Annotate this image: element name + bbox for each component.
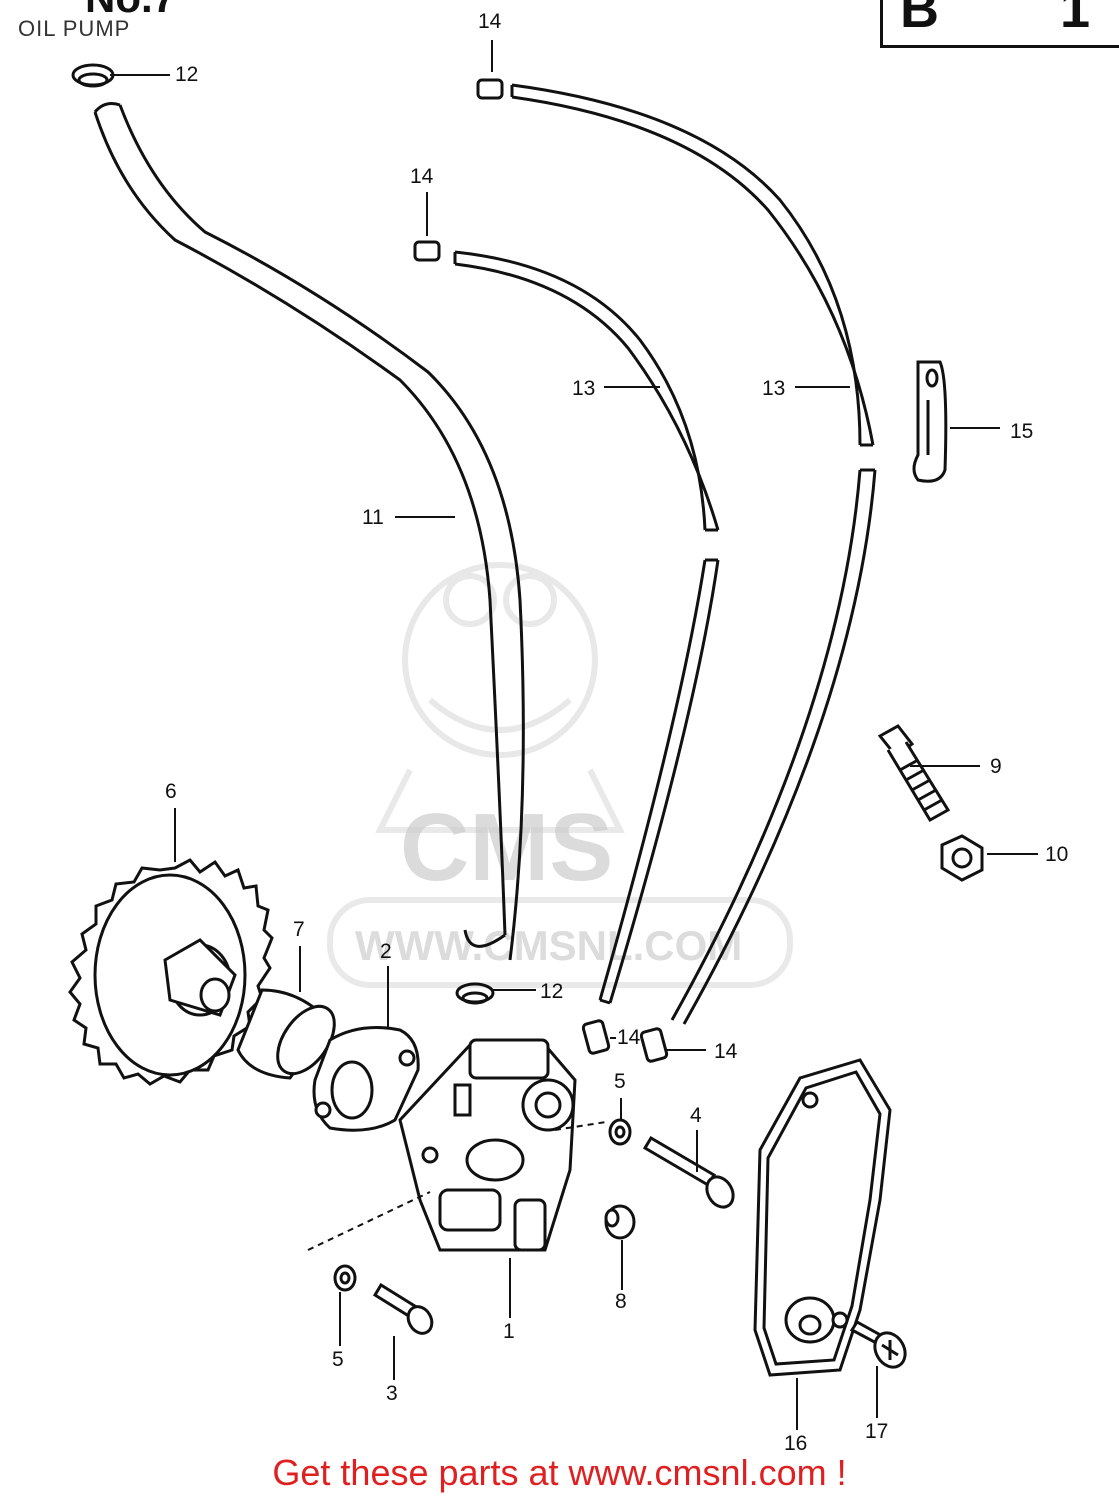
callout-14-top: 14 [478,10,502,33]
footer-promo-text[interactable]: Get these parts at www.cmsnl.com ! [272,1452,847,1493]
plug-8 [604,1204,636,1240]
corner-index-number: 1 [1060,0,1091,39]
callout-14-lower-left: 14 [617,1026,641,1049]
page-title: OIL PUMP [18,16,131,41]
cap-14-top [476,78,504,100]
callout-1: 1 [503,1320,515,1343]
clamp-12-top [71,63,115,88]
callout-14-lower-right: 14 [714,1040,738,1063]
callout-9: 9 [990,755,1002,778]
callout-11: 11 [362,506,384,529]
corner-index-box [880,0,1119,48]
gasket-2 [312,1026,420,1132]
corner-index-letter: B [900,0,939,39]
watermark-url: WWW.CMSNL.COM [355,922,742,969]
screw-3 [372,1282,434,1335]
bolt-9 [877,724,951,823]
hose-11 [93,102,525,961]
callout-15: 15 [1010,420,1034,443]
callout-5-left: 5 [332,1348,344,1371]
screw-17 [849,1319,907,1369]
callout-13-right: 13 [762,377,786,400]
washer-5-left [333,1264,357,1292]
callout-2: 2 [380,940,392,963]
nut-10 [940,834,984,882]
cap-14-lower-right [639,1027,669,1063]
watermark-logo: CMS [400,794,613,901]
callout-4: 4 [690,1104,702,1127]
callout-12-top: 12 [175,63,199,86]
hose-13-right [510,83,877,1025]
callout-16: 16 [784,1432,808,1455]
cap-14-mid [413,240,441,262]
callout-5-right: 5 [614,1070,626,1093]
callout-7: 7 [293,918,305,941]
figure-number: No.7 [85,0,176,22]
assembly-guide-lines [307,1121,607,1251]
callout-6: 6 [165,780,177,803]
callout-12-bottom: 12 [540,980,564,1003]
hose-13-left [453,250,720,1005]
cover-16 [753,1058,892,1377]
callout-3: 3 [386,1382,398,1405]
gear-6 [68,858,274,1086]
callout-14-mid: 14 [410,165,434,188]
bracket-15 [912,360,948,483]
callout-10: 10 [1045,843,1069,866]
callout-8: 8 [615,1290,627,1313]
screw-4 [642,1135,735,1209]
cap-14-lower-left [581,1019,611,1055]
oil-pump-1 [398,1038,577,1252]
washer-5-right [608,1118,632,1146]
bushing-7 [236,988,336,1080]
clamp-12-bottom [455,982,495,1005]
leader-lines [110,40,1038,1430]
callout-13-left: 13 [572,377,596,400]
callout-17: 17 [865,1420,889,1443]
cms-watermark [327,562,793,988]
